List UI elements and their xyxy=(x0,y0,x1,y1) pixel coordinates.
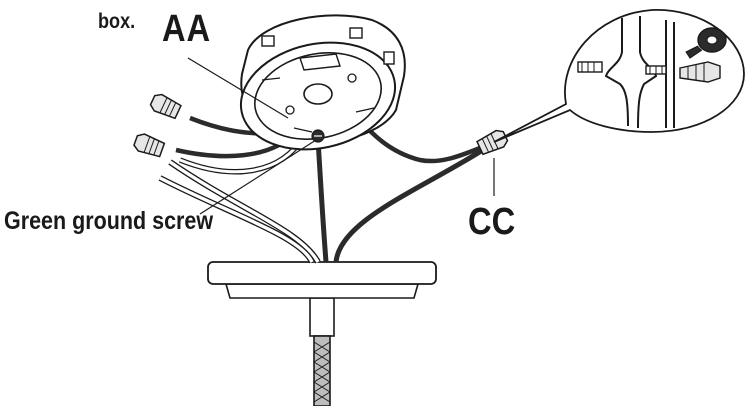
ground-screw-icon xyxy=(311,129,325,143)
wire-nut-taped-icon xyxy=(679,61,721,83)
label-ground-screw: Green ground screw xyxy=(4,207,214,235)
wire-nut-lower-left xyxy=(133,133,166,158)
callout-bubble xyxy=(493,9,745,143)
braided-cord xyxy=(309,297,335,407)
label-aa: AA xyxy=(162,8,211,50)
twisted-wires-icon xyxy=(577,61,667,75)
electrical-tape-roll-icon xyxy=(685,27,727,59)
leader-lines xyxy=(187,57,495,215)
wire-nut-upper-left xyxy=(149,93,182,120)
canopy-wires xyxy=(158,139,488,264)
wire-nut-cc xyxy=(476,129,509,156)
label-box: box. xyxy=(98,10,136,33)
label-cc: CC xyxy=(468,201,516,243)
canopy xyxy=(207,261,437,299)
